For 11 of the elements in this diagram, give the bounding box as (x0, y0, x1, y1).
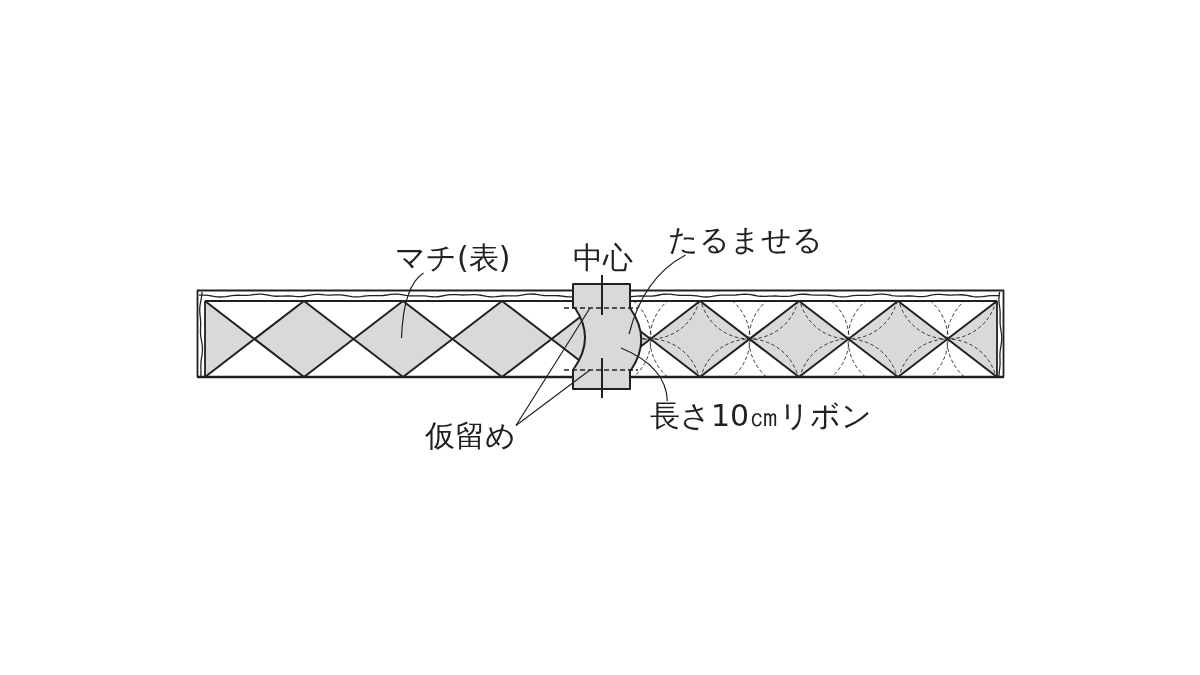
leader-line (628, 254, 687, 335)
ribbon-piece (571, 274, 644, 399)
center-label: 中心 (573, 243, 633, 273)
callout-label: マチ(表) (395, 243, 511, 273)
callout-label: たるませる (668, 225, 823, 255)
callout-label: 長さ10㎝リボン (650, 401, 873, 431)
leader-line (400, 272, 425, 339)
leader-line (515, 307, 591, 427)
leader-line (620, 347, 668, 402)
leader-line (515, 369, 591, 427)
callout-label: 仮留め (425, 421, 516, 451)
